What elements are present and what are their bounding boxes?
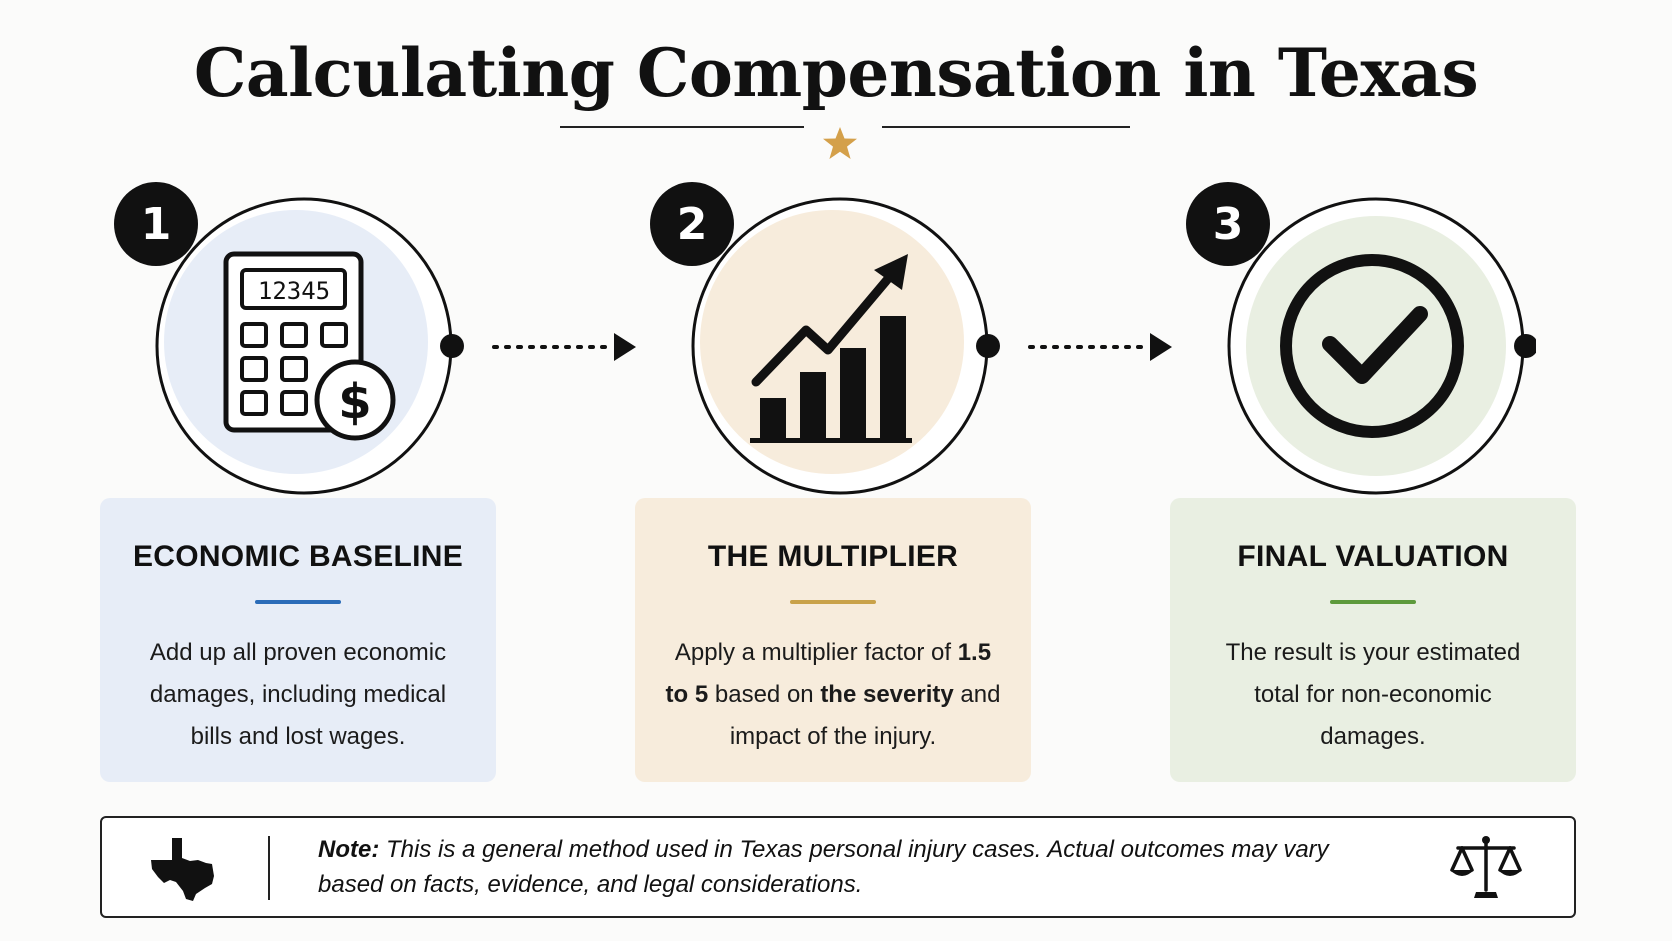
card-description: Apply a multiplier factor of 1.5 to 5 ba…: [665, 639, 1001, 750]
card-the-multiplier: THE MULTIPLIER Apply a multiplier factor…: [635, 498, 1031, 782]
calculator-display: 12345: [258, 277, 330, 305]
dotted-arrow-1: [492, 333, 636, 361]
texas-map-icon: [151, 838, 214, 901]
calculator-dollar-icon: 12345 $: [223, 251, 396, 441]
card-economic-baseline: ECONOMIC BASELINE Add up all proven econ…: [100, 498, 496, 782]
card-accent-bar: [1330, 600, 1416, 604]
disclaimer-note: Note: This is a general method used in T…: [100, 816, 1576, 918]
page-title: Calculating Compensation in Texas: [193, 34, 1479, 112]
step-3-badge: 3: [1186, 182, 1270, 266]
note-separator: [268, 836, 270, 900]
title-divider-right: [882, 126, 1130, 128]
step-1-badge: 1: [114, 182, 198, 266]
checkmark-circle-icon: [1280, 254, 1464, 438]
svg-text:$: $: [338, 374, 371, 430]
card-accent-bar: [255, 600, 341, 604]
card-title: THE MULTIPLIER: [707, 540, 959, 573]
card-accent-bar: [790, 600, 876, 604]
dotted-arrow-2: [1028, 333, 1172, 361]
scales-of-justice-icon: [1450, 836, 1522, 898]
step-1-circle: 12345 $ 1: [114, 182, 464, 506]
card-description: Add up all proven economic damages, incl…: [149, 639, 447, 750]
step-2-circle: 2: [650, 182, 1000, 506]
step-3-circle: 3: [1186, 182, 1536, 506]
step-2-badge: 2: [650, 182, 734, 266]
title-divider-left: [560, 126, 804, 128]
card-final-valuation: FINAL VALUATION The result is your estim…: [1170, 498, 1576, 782]
card-title: FINAL VALUATION: [1237, 540, 1509, 573]
card-title: ECONOMIC BASELINE: [132, 540, 464, 573]
growth-chart-icon: [750, 254, 912, 443]
star-icon: [823, 127, 857, 159]
note-text: Note: This is a general method used in T…: [318, 836, 1329, 898]
card-description: The result is your estimated total for n…: [1225, 639, 1521, 750]
